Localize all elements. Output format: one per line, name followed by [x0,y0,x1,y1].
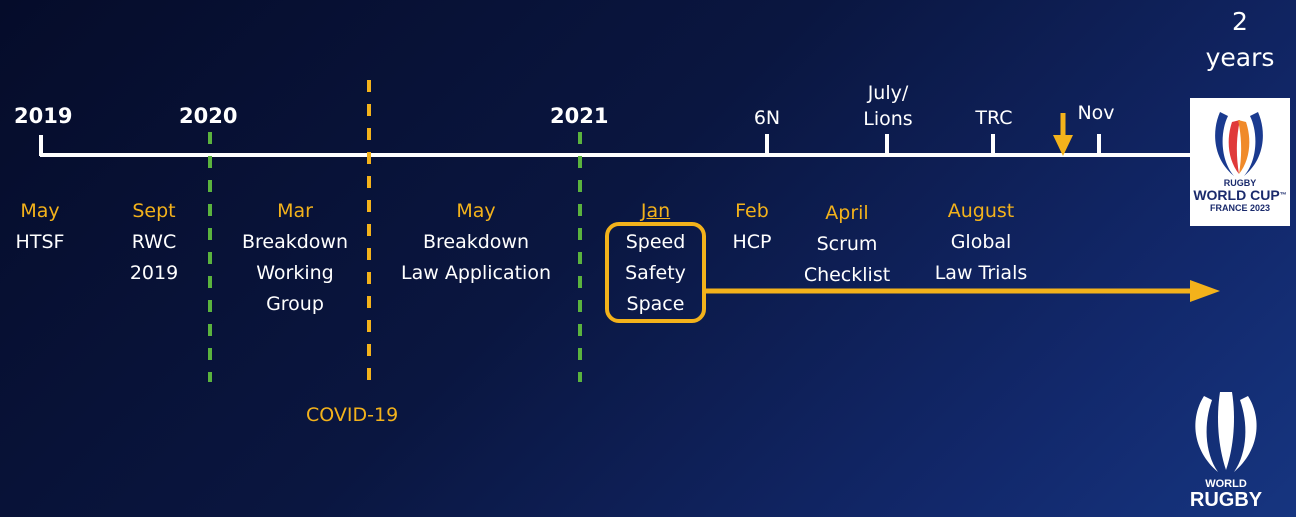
event-month: Jan [640,200,671,222]
wr-logo-line2: RUGBY [1189,489,1263,511]
event-august-trials: August Global Law Trials [918,196,1044,289]
rwc-trophy-icon [1215,112,1263,176]
event-desc: HTSF [15,231,65,253]
rwc-logo-tm: ™ [1279,192,1287,199]
event-may-htsf: May HTSF [8,196,72,258]
event-month: May [20,200,60,222]
covid-label: COVID-19 [306,404,399,426]
event-may-breakdown-law: May Breakdown Law Application [378,196,574,289]
event-sept-rwc: Sept RWC 2019 [116,196,192,289]
event-month: August [947,200,1015,222]
event-desc: Global Law Trials [934,231,1028,284]
event-month: May [456,200,496,222]
year-2019: 2019 [14,104,73,128]
marker-july-lions: July/ Lions [863,82,913,130]
event-month: April [825,202,869,224]
marker-nov: Nov [1077,102,1115,124]
event-feb-hcp: Feb HCP [716,196,788,258]
event-month: Sept [132,200,176,222]
event-desc: Speed Safety Space [625,231,686,315]
long-arrow-head [1190,280,1220,302]
two-years-label: 2 years [1190,4,1290,76]
two-years-word: years [1205,43,1275,72]
rwc-logo-line1: RUGBY [1223,178,1257,188]
event-month: Mar [277,200,313,222]
rwc-logo-line3: FRANCE 2023 [1209,203,1271,213]
event-month: Feb [735,200,769,222]
down-arrow-head [1053,135,1073,156]
world-rugby-emblem-icon [1195,392,1257,472]
rwc-2023-logo: RUGBY WORLD CUP™ FRANCE 2023 [1190,98,1290,226]
wr-logo-line1: WORLD [1205,478,1247,490]
rwc-logo-line2: WORLD CUP [1193,187,1280,203]
event-desc: Breakdown Working Group [241,231,349,315]
two-years-number: 2 [1232,7,1248,36]
event-desc: HCP [732,231,772,253]
marker-trc: TRC [975,107,1013,129]
sss-box [605,222,706,323]
year-2020: 2020 [179,104,238,128]
year-2021: 2021 [550,104,609,128]
event-desc: Scrum Checklist [803,233,891,286]
event-jan-sss: Jan Speed Safety Space [607,196,704,320]
event-desc: Breakdown Law Application [401,231,551,284]
event-desc: RWC 2019 [129,231,179,284]
event-mar-breakdown: Mar Breakdown Working Group [224,196,366,320]
event-april-scrum: April Scrum Checklist [802,198,892,291]
marker-6n: 6N [753,107,781,129]
world-rugby-logo: WORLD RUGBY [1176,388,1276,516]
